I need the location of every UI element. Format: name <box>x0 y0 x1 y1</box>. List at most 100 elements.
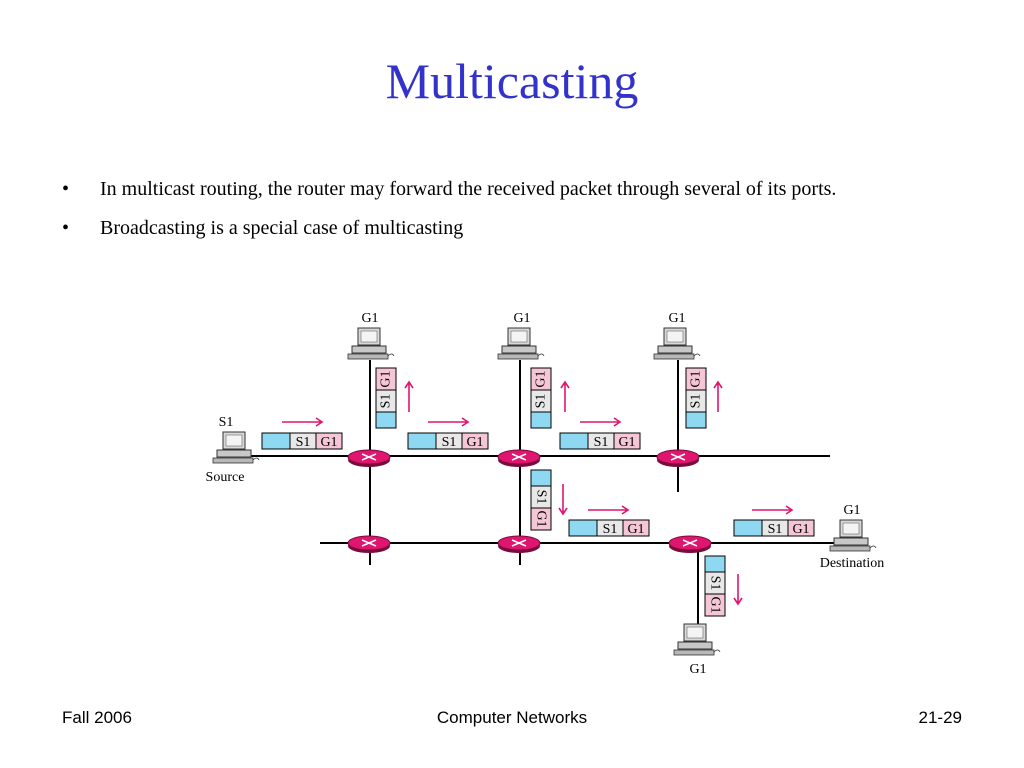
bullet-marker: • <box>62 217 70 239</box>
base-unit <box>351 345 387 354</box>
right-arrow <box>428 417 470 427</box>
group-label: G1 <box>689 662 706 677</box>
router-cross <box>361 453 377 461</box>
down-arrow <box>733 574 743 606</box>
down-arrow <box>558 484 568 516</box>
routers <box>347 449 712 553</box>
packet-source-label: S1 <box>603 522 618 537</box>
keyboard <box>212 457 254 464</box>
packet-header <box>375 411 397 429</box>
group-label: G1 <box>843 503 860 518</box>
right-arrow <box>580 417 622 427</box>
router-icon <box>347 449 391 467</box>
packet-group-label: G1 <box>379 370 394 387</box>
screen <box>510 330 528 343</box>
mouse <box>693 353 701 357</box>
base-unit <box>501 345 537 354</box>
mouse <box>252 457 260 461</box>
packet-source-label: S1 <box>534 394 549 409</box>
right-arrow <box>588 505 630 515</box>
computer-icon <box>653 327 701 360</box>
packet-header <box>733 519 763 537</box>
packet-header <box>530 469 552 487</box>
bullet-marker: • <box>62 178 70 200</box>
router-cross <box>511 539 527 547</box>
packet-group-label: G1 <box>618 435 635 450</box>
destination-caption: Destination <box>820 556 885 571</box>
packet: S1 G1 <box>559 432 641 450</box>
router-icon <box>668 535 712 553</box>
keyboard <box>497 353 539 360</box>
bullet-list: • In multicast routing, the router may f… <box>60 174 960 252</box>
screen <box>225 434 243 447</box>
base-unit <box>216 449 252 458</box>
footer-slide-number: 21-29 <box>918 708 962 727</box>
packet-group-label: G1 <box>627 522 644 537</box>
packet-group-label: G1 <box>534 510 549 527</box>
mouse <box>869 545 877 549</box>
screen <box>360 330 378 343</box>
screen <box>842 522 860 535</box>
router-icon <box>656 449 700 467</box>
packet-header <box>530 411 552 429</box>
packet-header <box>407 432 437 450</box>
bullet-text: Broadcasting is a special case of multic… <box>100 217 464 239</box>
packet: S1 G1 <box>568 519 650 537</box>
packet-group-field <box>530 367 552 391</box>
group-label: G1 <box>361 311 378 326</box>
keyboard <box>653 353 695 360</box>
base-unit <box>657 345 693 354</box>
bullet-text: In multicast routing, the router may for… <box>100 178 837 200</box>
up-arrow <box>560 380 570 412</box>
base-unit <box>833 537 869 546</box>
screen <box>686 626 704 639</box>
footer-date: Fall 2006 <box>62 708 132 727</box>
packet-group-field <box>613 432 641 450</box>
computer-icon <box>673 623 721 656</box>
computer-icon <box>347 327 395 360</box>
packet-group-label: G1 <box>708 596 723 613</box>
packet-group-field <box>461 432 489 450</box>
mouse <box>387 353 395 357</box>
footer-course: Computer Networks <box>436 708 588 727</box>
up-arrow <box>713 380 723 412</box>
packet-group-field <box>787 519 815 537</box>
packet-group-field <box>622 519 650 537</box>
keyboard <box>673 649 715 656</box>
bullet-item: • In multicast routing, the router may f… <box>60 174 960 204</box>
source-caption: Source <box>206 470 245 485</box>
packet: S1 G1 <box>733 519 815 537</box>
computer-icon <box>212 431 260 464</box>
packet-source-label: S1 <box>594 435 609 450</box>
mouse <box>713 649 721 653</box>
packet-header <box>568 519 598 537</box>
packet-group-field <box>375 367 397 391</box>
hosts <box>212 327 877 656</box>
packet-source-label: S1 <box>442 435 457 450</box>
packet-group-label: G1 <box>534 370 549 387</box>
right-arrow <box>752 505 794 515</box>
packet-group-label: G1 <box>689 370 704 387</box>
packet-source-label: S1 <box>768 522 783 537</box>
router-cross <box>361 539 377 547</box>
right-arrow <box>282 417 324 427</box>
keyboard <box>829 545 871 552</box>
packet-group-label: G1 <box>792 522 809 537</box>
router-cross <box>511 453 527 461</box>
up-arrow <box>404 380 414 412</box>
packet-group-label: G1 <box>320 435 337 450</box>
packet-group-field <box>685 367 707 391</box>
screen <box>666 330 684 343</box>
router-icon <box>347 535 391 553</box>
direction-arrows <box>282 380 794 606</box>
packet-source-label: S1 <box>379 394 394 409</box>
